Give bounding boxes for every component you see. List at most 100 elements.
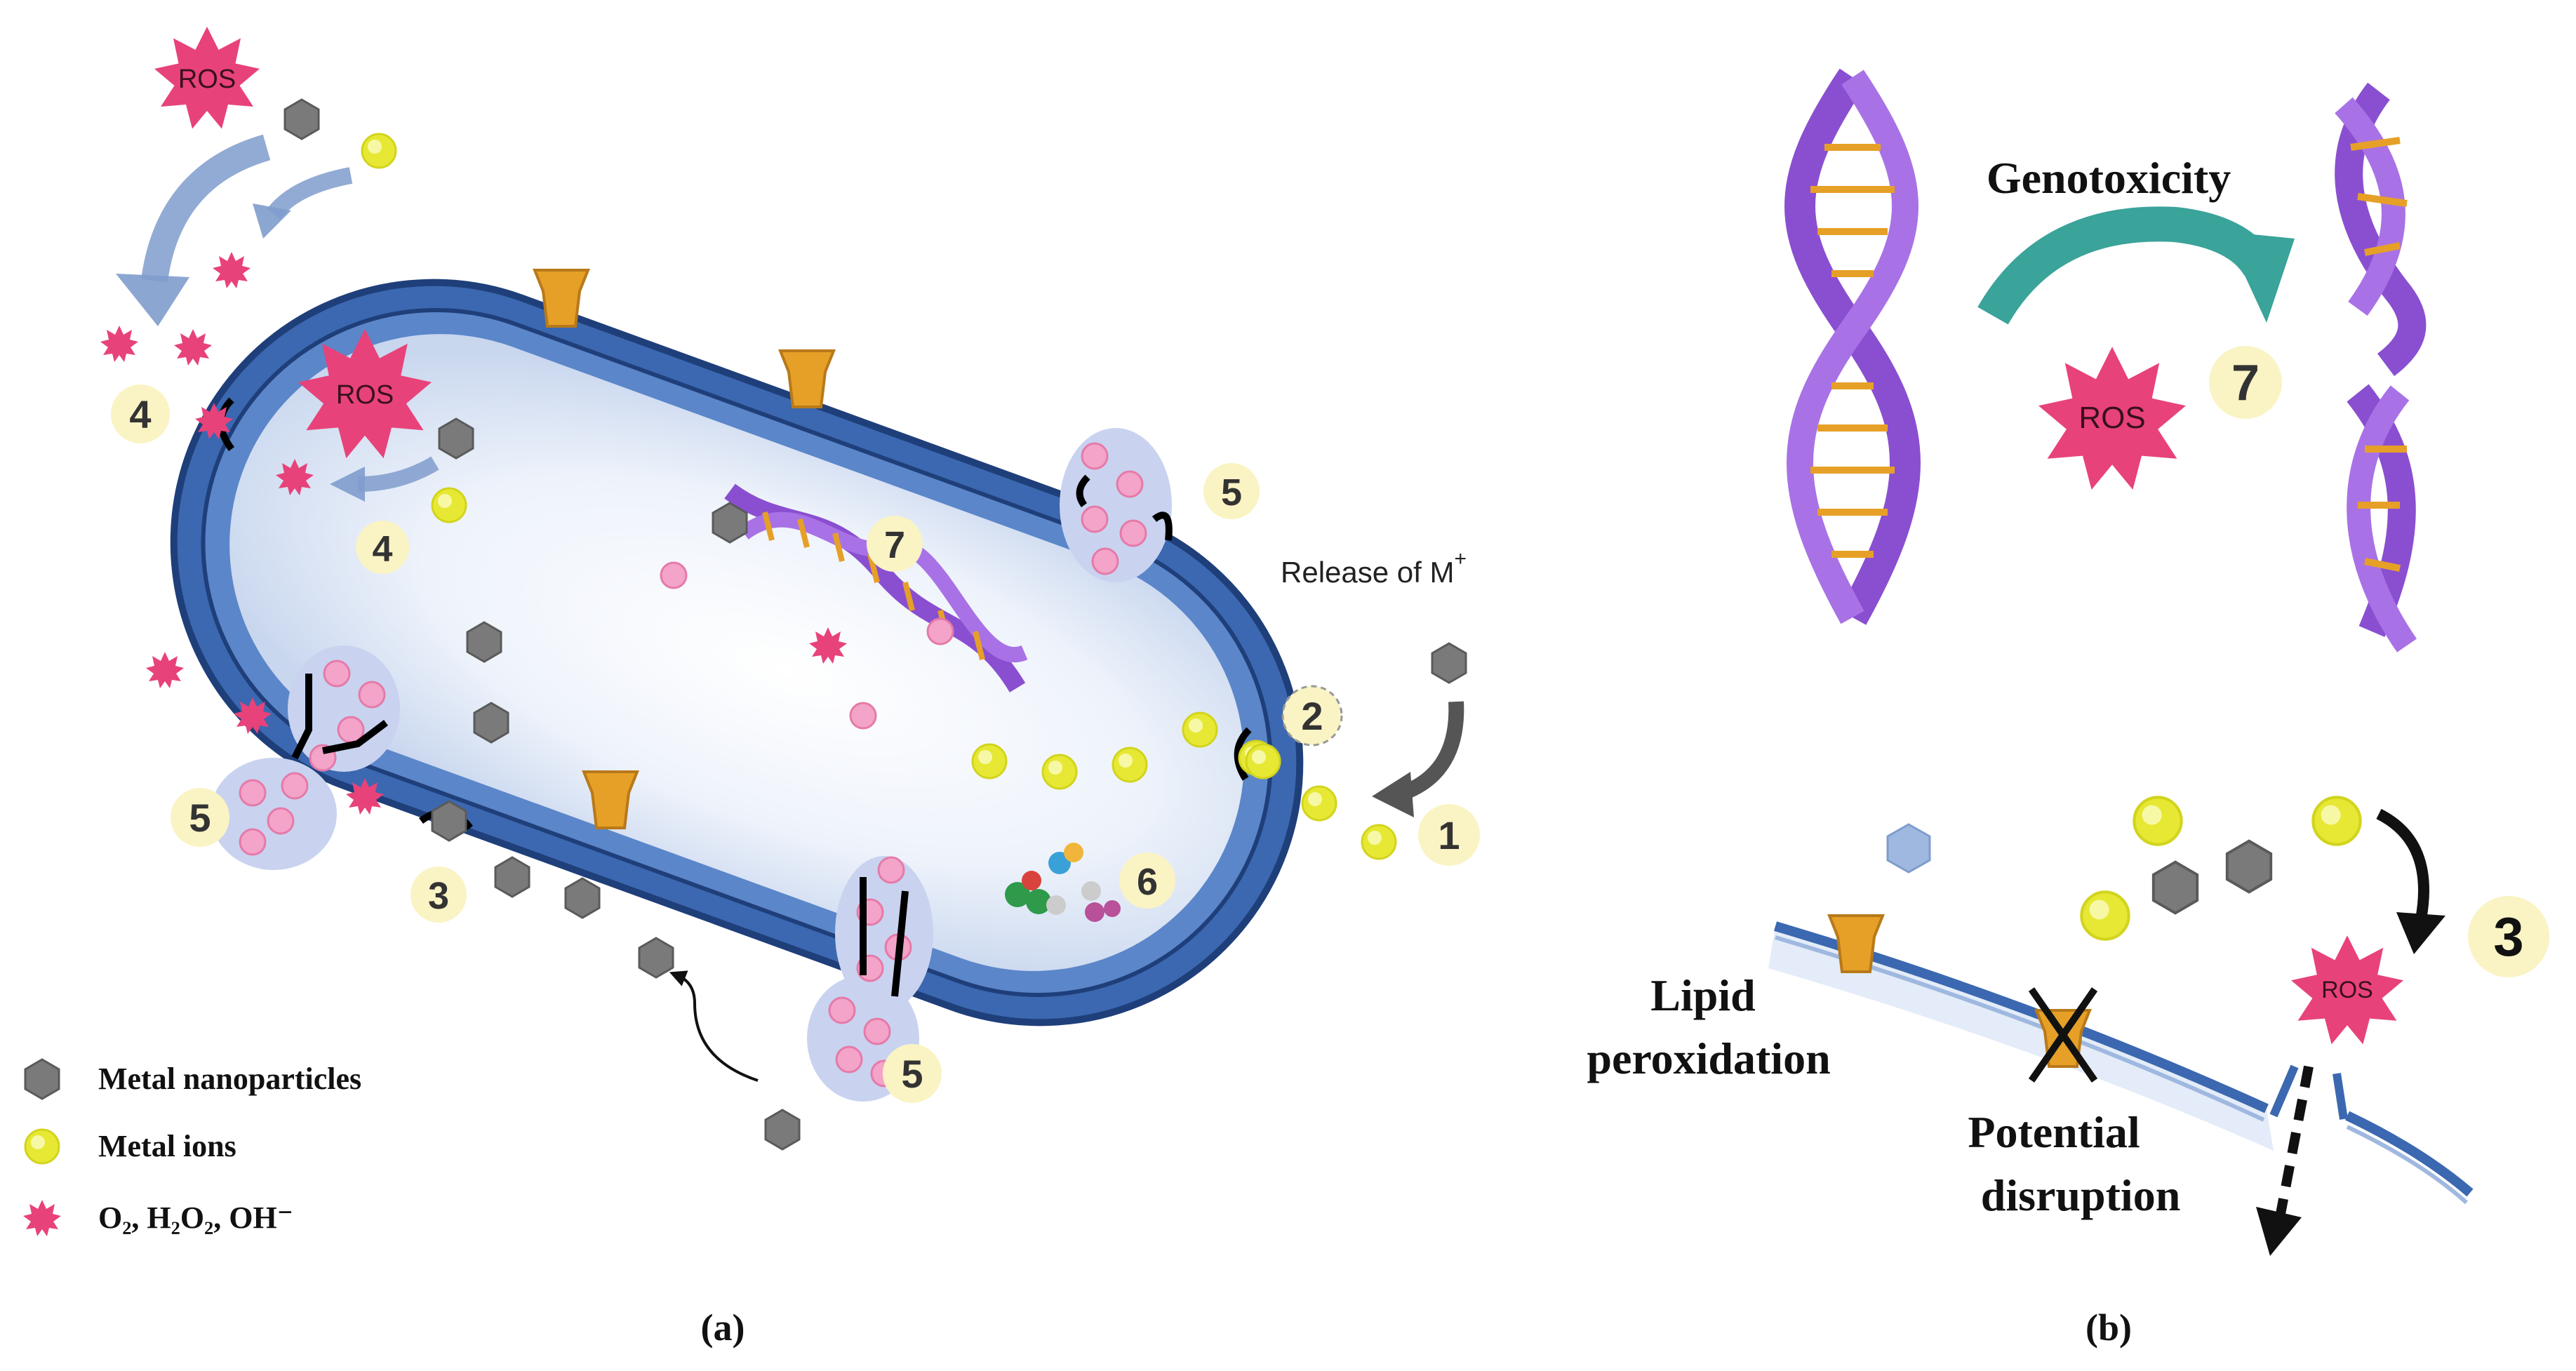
ros-arrow-head-icon — [253, 203, 291, 239]
dna-intact-icon — [1784, 68, 1921, 625]
panel-b: Genotoxicity ROS 7 — [1587, 68, 2549, 1349]
uptake-arrow-icon — [1400, 701, 1464, 801]
metal-ion-icon — [431, 487, 467, 523]
disrupted-channel-icon — [2028, 987, 2098, 1083]
metal-nanoparticle-icon — [494, 856, 530, 898]
pink-dot — [660, 561, 688, 589]
svg-text:2: 2 — [1301, 694, 1323, 738]
metal-nanoparticle-icon — [2225, 839, 2273, 894]
leak-arrow-icon — [2276, 1065, 2314, 1215]
pore-mark — [1234, 727, 1252, 781]
metal-nanoparticle-icon — [2151, 860, 2199, 915]
metal-nanoparticle-icon — [1431, 642, 1467, 684]
metal-ion-icon — [1182, 711, 1218, 748]
ros-burst-icon — [146, 652, 184, 688]
genotoxicity-label: Genotoxicity — [1987, 153, 2231, 203]
metal-ion-icon — [361, 133, 397, 169]
genotoxicity-arrow-head-icon — [2224, 232, 2295, 323]
blue-nanoparticle-icon — [1886, 823, 1931, 874]
metal-nanoparticle-icon — [438, 417, 474, 460]
pink-dot — [926, 617, 954, 646]
step-badge-5-bottom: 5 — [883, 1044, 942, 1103]
ros-label-b: ROS — [2078, 401, 2145, 435]
svg-text:1: 1 — [1438, 813, 1460, 857]
step-badge-1: 1 — [1418, 804, 1480, 866]
caption-a: (a) — [701, 1306, 745, 1349]
ros-arrow-head-icon — [116, 274, 189, 326]
step-badge-7: 7 — [867, 516, 923, 572]
metal-ion-icon — [1301, 785, 1337, 822]
ros-label: ROS — [178, 65, 236, 94]
svg-text:3: 3 — [2493, 906, 2523, 968]
metal-nanoparticle-icon — [283, 98, 320, 140]
approach-arrow-icon — [669, 970, 759, 1082]
ros-burst-icon — [213, 252, 251, 288]
metal-nanoparticle-icon — [764, 1109, 801, 1151]
metal-nanoparticle-icon — [638, 937, 674, 979]
legend: Metal nanoparticles Metal ions O₂, H₂O₂,… — [23, 1058, 361, 1236]
step-badge-6: 6 — [1119, 852, 1175, 909]
svg-text:7: 7 — [2231, 355, 2260, 411]
ros-burst-icon — [174, 329, 212, 366]
svg-text:6: 6 — [1137, 861, 1158, 903]
dna-broken-icon — [2335, 82, 2427, 653]
cytoplasm — [229, 334, 1244, 971]
ros-arrow-icon — [267, 167, 353, 220]
metal-ion-icon — [2081, 892, 2128, 939]
metal-nanoparticle-icon — [431, 800, 467, 842]
svg-text:7: 7 — [884, 524, 905, 566]
panel-a: ROS ROS 4 4 7 — [23, 27, 1480, 1349]
metal-nanoparticle-icon — [466, 621, 502, 663]
step-badge-5-left: 5 — [171, 788, 229, 847]
lipid-peroxidation-label: Lipid peroxidation — [1587, 970, 1830, 1083]
pink-dot — [849, 702, 877, 730]
step-badge-4-inner: 4 — [356, 521, 409, 574]
svg-text:4: 4 — [129, 392, 151, 436]
ros-arrow-icon — [141, 134, 271, 283]
metal-ion-icon — [1361, 824, 1397, 860]
ros-arrow-head-icon — [330, 467, 365, 502]
ros-generation-arrow-head-icon — [2396, 912, 2445, 954]
leak-arrow-head-icon — [2256, 1207, 2302, 1256]
metal-nanoparticle-icon — [473, 702, 509, 744]
uptake-arrow-head-icon — [1372, 772, 1414, 817]
svg-text:3: 3 — [428, 875, 449, 917]
ros-generation-arrow-icon — [2376, 808, 2429, 921]
genotoxicity-arrow-icon — [1977, 206, 2275, 325]
protein-complex-icon — [1005, 843, 1121, 922]
step-badge-3: 3 — [411, 867, 467, 923]
ros-burst-icon — [100, 326, 138, 362]
svg-text:5: 5 — [901, 1052, 923, 1096]
step-badge-4-outer: 4 — [111, 384, 170, 443]
svg-text:5: 5 — [1221, 472, 1242, 514]
step-badge-2: 2 — [1281, 685, 1343, 747]
step-badge-b-7: 7 — [2209, 346, 2282, 419]
metal-ion-icon — [2134, 797, 2181, 844]
step-badge-5-top-right: 5 — [1203, 463, 1260, 519]
vesicle-top-right — [1060, 428, 1173, 582]
legend-ros-icon — [23, 1200, 61, 1236]
ros-label-b: ROS — [2321, 977, 2373, 1003]
metal-ion-icon — [1041, 754, 1078, 790]
potential-disruption-label: Potential disruption — [1968, 1107, 2180, 1220]
metal-ion-icon — [2313, 797, 2360, 844]
legend-ions-label: Metal ions — [98, 1129, 236, 1163]
legend-ros-label: O₂, H₂O₂, OH⁻ — [98, 1201, 293, 1235]
metal-ion-icon — [1112, 747, 1148, 783]
svg-text:5: 5 — [189, 796, 211, 840]
release-label: Release of M+ — [1281, 547, 1467, 589]
caption-b: (b) — [2086, 1306, 2132, 1349]
ros-arrow-icon — [357, 456, 439, 492]
vesicle-bottom — [807, 856, 933, 1102]
metal-ion-icon — [971, 743, 1008, 780]
legend-nanoparticles-label: Metal nanoparticles — [98, 1062, 361, 1096]
ros-label: ROS — [336, 380, 394, 410]
metal-nanoparticle-icon — [712, 502, 748, 544]
legend-ion-icon — [24, 1128, 60, 1165]
vesicle-left — [211, 646, 400, 870]
bacterial-cell — [170, 279, 1304, 1026]
metal-ion-icon — [1245, 743, 1281, 780]
legend-nanoparticle-icon — [24, 1058, 60, 1100]
step-badge-b-3: 3 — [2468, 896, 2549, 977]
